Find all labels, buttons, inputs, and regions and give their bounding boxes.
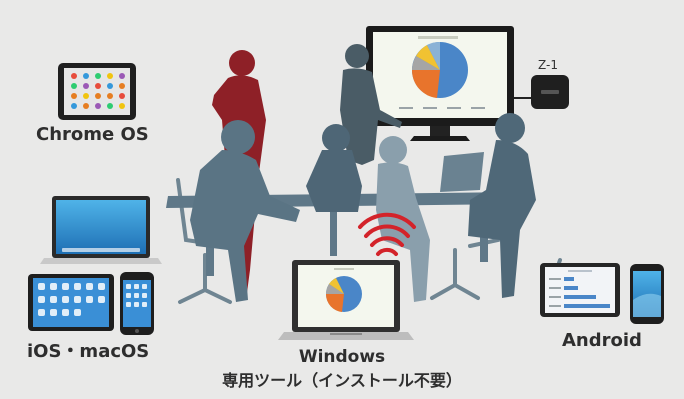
silhouette-left-man <box>190 120 300 302</box>
windows-tool-label: 専用ツール（インストール不要） <box>222 371 462 390</box>
chrome-os-label: Chrome OS <box>36 124 149 145</box>
ipad-icon <box>28 274 114 331</box>
presenter-dark <box>340 44 402 165</box>
android-label: Android <box>562 330 642 351</box>
chromeos-tablet-icon <box>58 63 136 120</box>
wireless-signal-icon <box>358 212 416 256</box>
ios-macos-label: iOS・macOS <box>27 341 150 362</box>
iphone-icon <box>120 272 154 335</box>
laptop-back <box>440 152 484 192</box>
silhouette-right-woman <box>468 113 536 298</box>
android-phone-icon <box>630 264 664 324</box>
z1-label: Z-1 <box>538 58 558 72</box>
wall-monitor <box>366 26 514 141</box>
windows-laptop <box>278 260 414 340</box>
z1-receiver-icon <box>514 75 569 109</box>
monitor-pie-chart <box>411 41 468 98</box>
windows-label: Windows <box>298 347 386 367</box>
macbook-icon <box>40 196 162 264</box>
android-tablet-icon <box>540 263 620 317</box>
silhouette-center-man <box>306 124 362 212</box>
